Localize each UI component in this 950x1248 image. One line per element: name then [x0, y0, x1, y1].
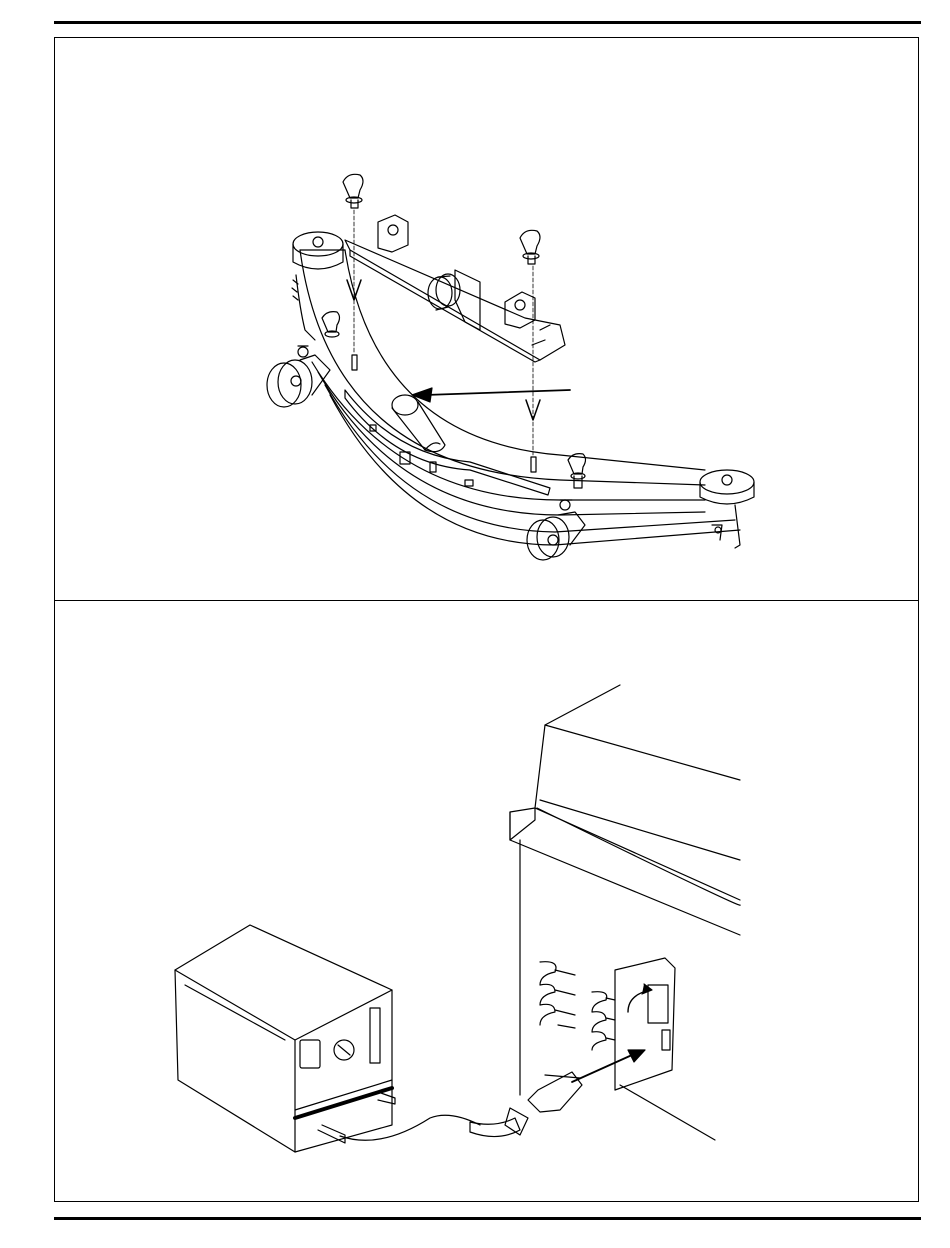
retaining-knob-1 — [343, 174, 363, 208]
retaining-knob-2 — [520, 230, 540, 264]
retaining-knob-4 — [568, 454, 586, 488]
bottom-rule — [54, 1217, 921, 1220]
pin-right — [531, 457, 536, 472]
charger-plug — [470, 1072, 582, 1137]
plug-insert-arrow — [572, 1050, 645, 1082]
hose-port-arrow — [412, 388, 570, 402]
roller-right — [700, 470, 754, 504]
pin-left — [352, 355, 357, 370]
machine-body — [510, 685, 740, 1140]
squeegee-assembly-illustration — [267, 174, 754, 560]
castor-wheel-right — [527, 500, 722, 560]
battery-charger — [175, 925, 480, 1152]
vacuum-hose-port — [392, 395, 445, 452]
retaining-knob-3 — [322, 312, 340, 337]
assembly-arrow-left — [347, 210, 361, 352]
mounting-bracket — [345, 215, 565, 362]
squeegee-frame — [300, 250, 740, 548]
charger-connection-illustration — [175, 685, 740, 1152]
